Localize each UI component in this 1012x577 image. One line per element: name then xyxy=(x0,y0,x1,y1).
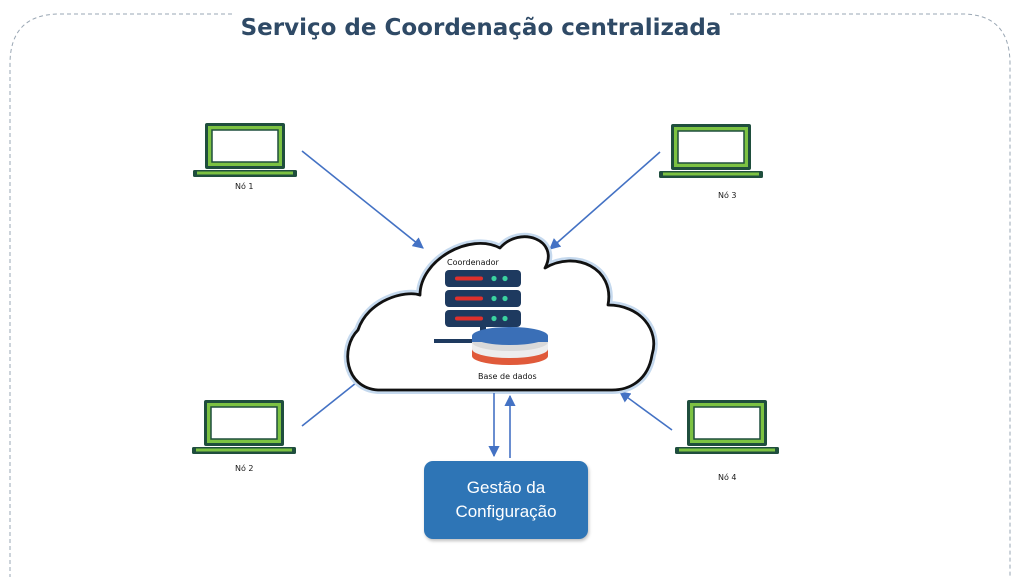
diagram-title: Serviço de Coordenação centralizada xyxy=(232,11,730,45)
arrow-node4-to-cloud xyxy=(619,391,673,431)
configuration-management-box: Gestão da Configuração xyxy=(424,461,588,539)
database-icon xyxy=(472,327,548,365)
laptop-icon-node-1 xyxy=(192,122,298,178)
node-3-label: Nó 3 xyxy=(718,191,737,200)
config-box-line2: Configuração xyxy=(455,502,557,521)
laptop-icon-node-2 xyxy=(191,399,297,455)
node-1-label: Nó 1 xyxy=(235,182,254,191)
laptop-icon-node-3 xyxy=(658,123,764,179)
dashed-border xyxy=(9,13,1011,577)
config-box-line1: Gestão da xyxy=(466,478,546,497)
arrow-node3-to-cloud xyxy=(549,151,661,250)
arrow-node1-to-cloud xyxy=(301,150,424,249)
laptop-icon-node-4 xyxy=(674,399,780,455)
coordinator-label: Coordenador xyxy=(447,258,499,267)
node-4-label: Nó 4 xyxy=(718,473,737,482)
node-2-label: Nó 2 xyxy=(235,464,254,473)
database-label: Base de dados xyxy=(478,372,537,381)
